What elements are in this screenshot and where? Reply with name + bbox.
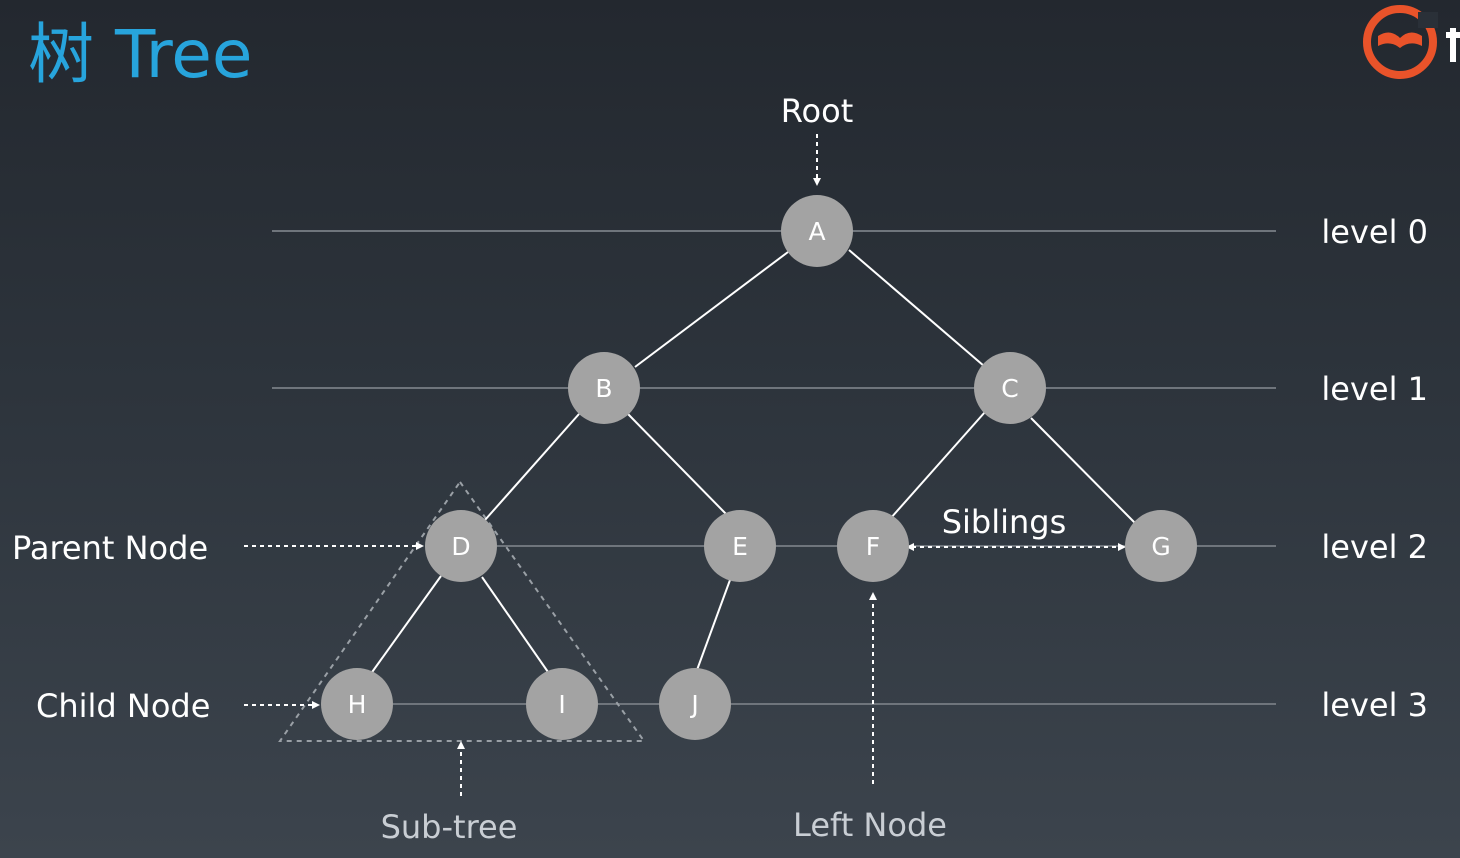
geekbang-logo-icon bbox=[1356, 2, 1460, 82]
edge-d-i bbox=[481, 576, 549, 673]
subtree-label: Sub-tree bbox=[381, 808, 518, 846]
edge-b-e bbox=[627, 413, 729, 517]
node-c: C bbox=[974, 352, 1046, 424]
node-i-label: I bbox=[558, 690, 565, 719]
parent-node-label: Parent Node bbox=[12, 529, 208, 567]
node-b: B bbox=[568, 352, 640, 424]
node-g: G bbox=[1125, 510, 1197, 582]
node-d: D bbox=[425, 510, 497, 582]
node-b-label: B bbox=[595, 374, 612, 403]
node-f: F bbox=[837, 510, 909, 582]
node-e: E bbox=[704, 510, 776, 582]
edge-d-h bbox=[369, 575, 442, 676]
edge-a-c bbox=[848, 249, 985, 367]
edge-e-j bbox=[696, 579, 731, 671]
node-f-label: F bbox=[866, 532, 880, 561]
node-h-label: H bbox=[348, 690, 367, 719]
level-label-0: level 0 bbox=[1321, 213, 1428, 251]
node-h: H bbox=[321, 668, 393, 740]
level-label-2: level 2 bbox=[1321, 528, 1428, 566]
node-a-label: A bbox=[808, 217, 825, 246]
root-label: Root bbox=[781, 92, 854, 130]
siblings-label: Siblings bbox=[942, 503, 1067, 541]
left-node-label: Left Node bbox=[793, 806, 947, 844]
edge-b-d bbox=[484, 413, 580, 521]
node-e-label: E bbox=[732, 532, 748, 561]
node-c-label: C bbox=[1001, 374, 1018, 403]
child-node-label: Child Node bbox=[36, 687, 210, 725]
edge-c-f bbox=[889, 411, 986, 520]
edge-a-b bbox=[634, 251, 789, 368]
node-i: I bbox=[526, 668, 598, 740]
node-g-label: G bbox=[1151, 532, 1170, 561]
level-label-3: level 3 bbox=[1321, 686, 1428, 724]
level-label-1: level 1 bbox=[1321, 370, 1428, 408]
node-a: A bbox=[781, 195, 853, 267]
edge-c-g bbox=[1030, 417, 1136, 524]
node-j-label: J bbox=[689, 690, 698, 719]
slide-title: 树 Tree bbox=[28, 16, 253, 93]
node-j: J bbox=[659, 668, 731, 740]
node-d-label: D bbox=[451, 532, 470, 561]
